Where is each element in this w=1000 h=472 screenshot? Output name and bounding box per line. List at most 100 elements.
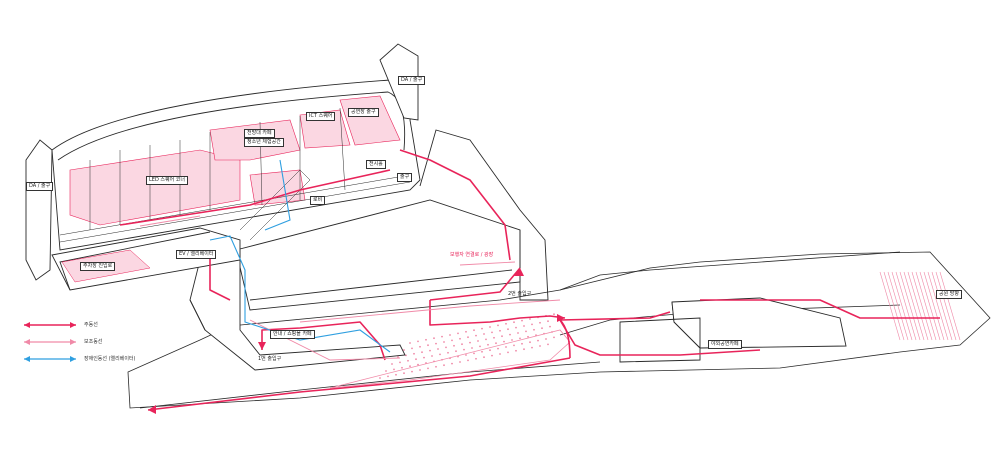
plaza-dot xyxy=(527,335,529,338)
plaza-dot xyxy=(483,333,485,335)
plaza-dot xyxy=(433,337,435,340)
plaza-dot xyxy=(523,325,525,327)
plaza-dot xyxy=(393,368,395,371)
plaza-dot xyxy=(491,354,493,357)
plaza-dot xyxy=(395,373,397,376)
plaza-dot xyxy=(501,335,503,338)
plaza-dot xyxy=(541,327,543,330)
plaza-dot xyxy=(481,350,483,353)
outdoor-pavilion xyxy=(619,297,847,363)
plaza-dot xyxy=(403,372,405,375)
plaza-dot xyxy=(497,347,499,350)
stair-step xyxy=(903,271,925,341)
plaza-dot xyxy=(397,356,399,358)
stair-step xyxy=(939,271,961,341)
label-lobby: 로비 xyxy=(310,196,326,205)
stair-step xyxy=(935,271,957,341)
plaza-dot xyxy=(461,343,463,346)
plaza-dot xyxy=(401,366,403,369)
plaza-dot xyxy=(499,329,501,332)
plaza-dot xyxy=(465,330,467,333)
plaza-dot xyxy=(429,349,431,352)
plaza-dot xyxy=(433,360,435,363)
plaza-dot xyxy=(427,367,429,370)
plaza-dot xyxy=(403,349,405,351)
stair-step xyxy=(923,271,945,341)
plaza-dot xyxy=(445,346,447,349)
plaza-dot xyxy=(473,329,475,332)
plaza-dot xyxy=(481,327,483,330)
plaza-dot xyxy=(503,340,505,343)
stair-step xyxy=(927,271,949,341)
plaza-dot xyxy=(513,344,515,347)
plaza-dot xyxy=(385,370,387,372)
plaza-dot xyxy=(419,369,421,371)
accessible-routes xyxy=(209,159,391,353)
plaza-dot xyxy=(535,334,537,337)
stair-step xyxy=(891,271,913,341)
plaza-dot xyxy=(489,326,491,328)
plaza-dot xyxy=(447,351,449,354)
legend-label-accessible: 장애인동선 (엘리베이터) xyxy=(84,356,136,362)
plaza-dot xyxy=(453,344,455,347)
plaza-dot xyxy=(409,342,411,344)
plaza-dot xyxy=(531,323,533,326)
stair-step xyxy=(883,271,905,341)
label-exit-1: 1번 출입구 xyxy=(258,356,282,362)
label-exit-2: 2번 출입구 xyxy=(508,291,532,297)
plaza-dot xyxy=(449,334,451,336)
plaza-dot xyxy=(411,347,413,350)
plaza-dot xyxy=(465,354,467,356)
plaza-dot xyxy=(523,348,525,351)
plaza-dot xyxy=(459,337,461,340)
plaza-dot xyxy=(543,332,545,335)
stair-step xyxy=(887,271,909,341)
plaza-dot xyxy=(547,343,549,346)
plaza-dot xyxy=(451,339,453,342)
plaza-dot xyxy=(493,336,495,339)
label-upper-room-d: 공연장 출구 xyxy=(348,108,379,117)
plaza-dot xyxy=(443,341,445,343)
plaza-dot xyxy=(477,340,479,342)
plaza-dot xyxy=(515,326,517,329)
plaza-dot xyxy=(507,351,509,354)
plaza-dots xyxy=(379,313,555,379)
stair-step xyxy=(919,271,941,341)
plaza-dot xyxy=(531,346,533,349)
plaza-dot xyxy=(551,331,553,333)
plaza-dot xyxy=(417,340,419,343)
label-da-left: DA / 출구 xyxy=(26,182,54,191)
plaza-dot xyxy=(475,357,477,360)
plaza-dot xyxy=(487,343,489,346)
plaza-dot xyxy=(471,347,473,349)
stair-step xyxy=(879,271,901,341)
plaza-dot xyxy=(483,356,485,359)
plaza-dot xyxy=(463,348,465,351)
label-ev-left: EV / 엘리베이터 xyxy=(176,250,217,259)
plaza-dot xyxy=(549,325,551,328)
label-da-top: DA / 출구 xyxy=(398,76,426,85)
plaza-dot xyxy=(439,353,441,356)
label-far-right: 공원 방향 xyxy=(936,290,962,299)
plaza-dot xyxy=(505,322,507,325)
stair-step xyxy=(915,271,937,341)
plaza-dot xyxy=(499,353,501,355)
label-upper-room-e: 전시홀 xyxy=(366,160,386,169)
plaza-dot xyxy=(407,359,409,362)
plaza-dot xyxy=(521,342,523,345)
plaza-dot xyxy=(467,359,469,362)
plaza-dot xyxy=(417,363,419,366)
label-outdoor-building: 야외공연카페 xyxy=(708,340,742,349)
plaza-dot xyxy=(469,341,471,344)
plaza-dot xyxy=(451,362,453,365)
plaza-dot xyxy=(413,352,415,355)
plaza-dot xyxy=(467,336,469,339)
plaza-dot xyxy=(409,365,411,368)
plaza-dot xyxy=(519,337,521,340)
plaza-dot xyxy=(479,345,481,348)
plaza-dot xyxy=(525,330,527,333)
plaza-dot xyxy=(411,370,413,373)
stair-step xyxy=(899,271,921,341)
